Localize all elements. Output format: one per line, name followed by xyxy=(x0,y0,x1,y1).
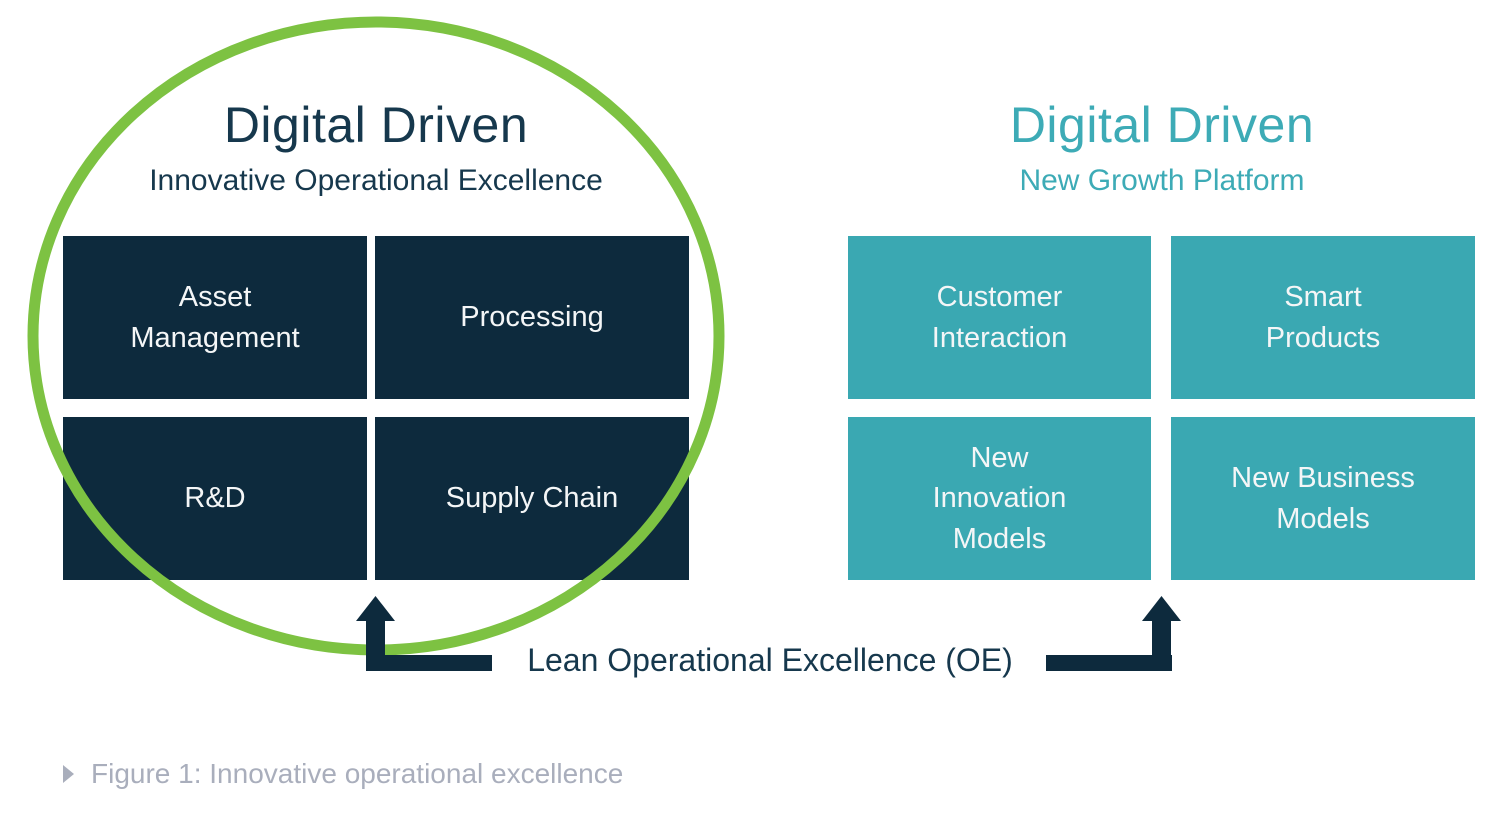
chevron-right-icon xyxy=(62,763,75,785)
box-processing: Processing xyxy=(375,236,689,399)
box-label: Processing xyxy=(460,301,604,334)
figure-caption-text: Figure 1: Innovative operational excelle… xyxy=(91,758,624,789)
box-smart-products: Smart Products xyxy=(1171,236,1475,399)
left-up-arrow xyxy=(356,596,492,671)
box-label: Asset Management xyxy=(130,281,300,354)
box-label: Customer Interaction xyxy=(931,281,1068,354)
box-customer-interaction: Customer Interaction xyxy=(848,236,1151,399)
figure-caption-toggle[interactable]: Figure 1: Innovative operational excelle… xyxy=(62,758,623,790)
box-label: New Business Models xyxy=(1231,462,1415,535)
box-label: New Innovation Models xyxy=(932,442,1067,555)
box-rnd: R&D xyxy=(63,417,367,580)
box-new-innovation-models: New Innovation Models xyxy=(848,417,1151,580)
lean-oe-label: Lean Operational Excellence (OE) xyxy=(527,642,1013,678)
right-group-subtitle: New Growth Platform xyxy=(1019,164,1305,197)
box-label: Smart Products xyxy=(1265,281,1381,354)
left-group-title: Digital Driven xyxy=(223,97,529,153)
right-group-title: Digital Driven xyxy=(1009,97,1315,153)
box-new-business-models: New Business Models xyxy=(1171,417,1475,580)
left-group-subtitle: Innovative Operational Excellence xyxy=(149,164,603,197)
box-supply-chain: Supply Chain xyxy=(375,417,689,580)
box-label: Supply Chain xyxy=(445,482,619,515)
right-up-arrow xyxy=(1046,596,1181,671)
box-asset-management: Asset Management xyxy=(63,236,367,399)
box-label: R&D xyxy=(184,482,246,515)
